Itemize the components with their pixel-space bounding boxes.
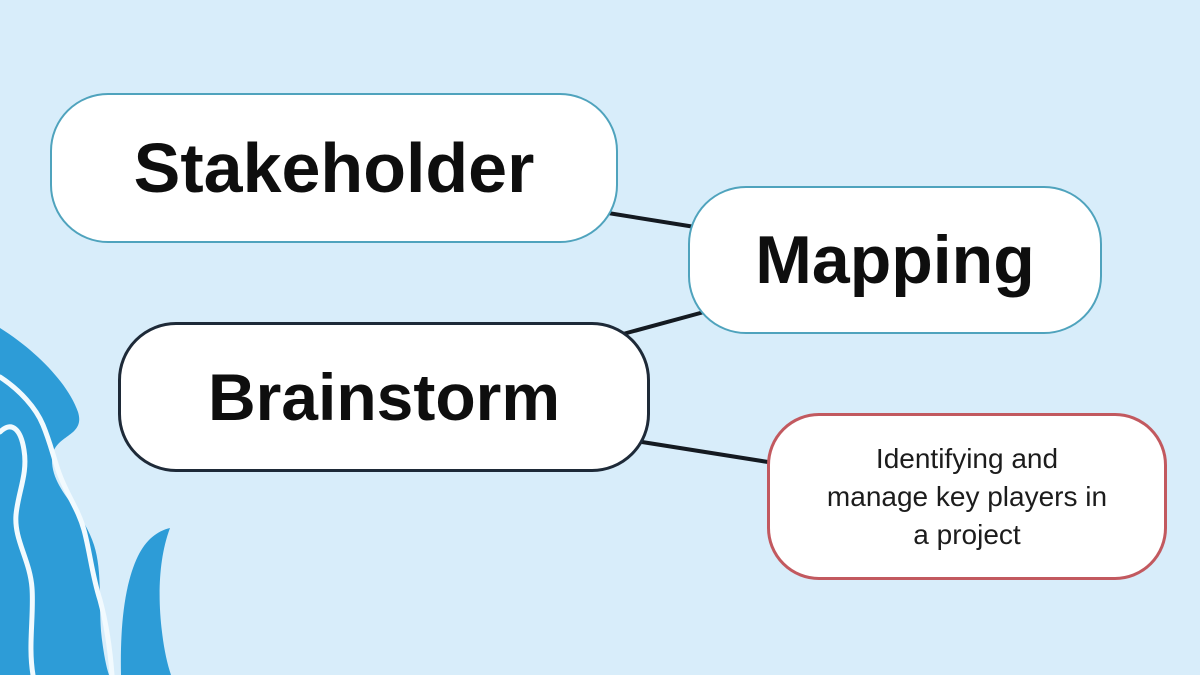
edge-stakeholder-mapping [606,211,697,229]
wave-main-shape [0,328,109,675]
wave-right-lobe-shape [120,528,171,675]
wave-white-line-outer [0,374,115,675]
node-mapping-label: Mapping [755,222,1035,298]
node-mapping[interactable]: Mapping [688,186,1102,334]
node-note[interactable]: Identifying and manage key players in a … [767,413,1167,580]
wave-white-line-inner [0,424,36,675]
node-note-line-1: Identifying and [875,442,1059,474]
node-stakeholder[interactable]: Stakeholder [50,93,618,243]
edge-brainstorm-mapping [621,310,706,336]
edge-brainstorm-note [640,440,770,464]
node-brainstorm[interactable]: Brainstorm [118,322,650,472]
node-note-line-3: a project [913,518,1021,550]
node-stakeholder-label: Stakeholder [133,129,535,207]
node-note-line-2: manage key players in [826,480,1108,512]
node-brainstorm-label: Brainstorm [207,360,561,434]
